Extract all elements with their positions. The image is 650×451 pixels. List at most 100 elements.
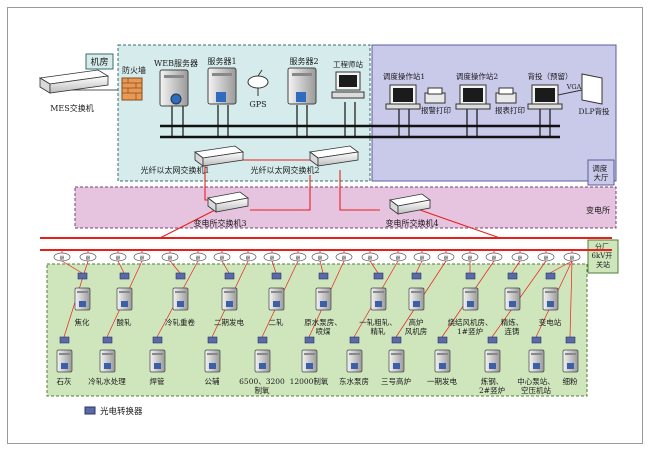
station-label: 冷轧重卷 xyxy=(165,317,195,327)
relay-label: 继 xyxy=(196,255,201,262)
optical-converter xyxy=(175,272,186,280)
legend-converter-swatch xyxy=(84,406,96,415)
optical-converter xyxy=(271,272,282,280)
relay-oval: 继 xyxy=(389,250,407,262)
field-server-icon xyxy=(504,287,521,311)
optical-converter xyxy=(411,272,422,280)
mes-switch-label: MES交换机 xyxy=(50,103,94,113)
machine-room-label: 机房 xyxy=(90,56,108,68)
relay-label: 继 xyxy=(60,255,65,262)
relay-oval: 继 xyxy=(461,250,479,262)
relay-label: 继 xyxy=(296,255,301,262)
switching-station-line2: 6kV开 xyxy=(592,252,613,260)
mes-switch xyxy=(38,69,110,94)
optical-converter xyxy=(349,336,360,344)
station-label: 冷轧水处理 xyxy=(88,376,126,386)
station-label: 12000制氧 xyxy=(290,376,329,386)
optical-converter xyxy=(507,272,518,280)
relay-oval: 继 xyxy=(563,250,581,262)
server2-label: 服务器2 xyxy=(289,56,318,66)
station-label-line: 变电站 xyxy=(539,317,562,327)
optical-converter xyxy=(487,336,498,344)
relay-label: 继 xyxy=(220,255,225,262)
station-label-line: 空压机站 xyxy=(521,385,551,395)
optical-converter xyxy=(373,272,384,280)
optical-converter xyxy=(102,336,113,344)
optical-converter xyxy=(565,336,576,344)
firewall-label: 防火墙 xyxy=(122,65,146,75)
optical-converter xyxy=(119,272,130,280)
optical-converter xyxy=(545,272,556,280)
sub-switch3-icon xyxy=(207,191,249,213)
upper-station: 二轧 xyxy=(268,272,285,327)
field-server-icon xyxy=(484,349,501,373)
backup-station-label: 背投（预留） xyxy=(528,71,573,81)
lower-station: 东水泵房 xyxy=(339,336,369,386)
backup-station-icon xyxy=(527,84,563,110)
station-label-line: 精炼、 xyxy=(501,317,524,327)
optical-converter xyxy=(207,336,218,344)
dispatch-hall-label-box xyxy=(587,159,615,186)
field-server-icon xyxy=(315,287,332,311)
alarm-printer-icon xyxy=(424,87,446,104)
field-server-icon xyxy=(99,349,116,373)
station-label-line: 二期发电 xyxy=(214,317,244,327)
engineer-station-label: 工程师站 xyxy=(333,59,363,69)
relay-oval: 继 xyxy=(263,250,281,262)
field-server-icon xyxy=(204,349,221,373)
fiber-switch1-icon xyxy=(193,145,245,167)
relay-oval: 继 xyxy=(437,250,455,262)
field-server-icon xyxy=(301,349,318,373)
station-label: 石灰 xyxy=(57,376,72,386)
station-label-line: 烧结风机房、 xyxy=(448,317,493,327)
field-server-icon xyxy=(562,349,579,373)
station-label-line: 一轧粗轧、 xyxy=(359,317,397,327)
gps-label: GPS xyxy=(249,100,266,109)
relay-oval: 继 xyxy=(109,250,127,262)
station-label: 炼钢、2#竖炉 xyxy=(479,376,505,395)
substation-label: 变电所 xyxy=(586,205,610,215)
web-server-icon xyxy=(159,69,189,107)
switching-station-label-box xyxy=(587,239,619,274)
fiber-switch2-label: 光纤以太网交换机2 xyxy=(250,165,319,175)
station-label-line: 二轧 xyxy=(269,317,284,327)
dlp-label: DLP背投 xyxy=(578,106,610,116)
relay-oval: 继 xyxy=(413,250,431,262)
server1-label: 服务器1 xyxy=(207,56,236,66)
lower-station: 炼钢、2#竖炉 xyxy=(479,336,505,395)
machine-room-label-box xyxy=(85,53,114,70)
station-label-line: 三号高炉 xyxy=(381,376,411,386)
upper-station: 二期发电 xyxy=(214,272,244,327)
station-label-line: 冷轧重卷 xyxy=(165,317,195,327)
switching-station-line3: 关站 xyxy=(596,260,610,269)
station-label-line: 细粉 xyxy=(563,376,578,386)
relay-label: 继 xyxy=(396,255,401,262)
relay-oval: 继 xyxy=(311,250,329,262)
relay-label: 继 xyxy=(116,255,121,262)
station-label: 东水泵房 xyxy=(339,376,369,386)
optical-converter xyxy=(391,336,402,344)
station-label-line: 制氧 xyxy=(255,385,270,395)
station-label-line: 精轧 xyxy=(371,326,386,336)
dispatch-hall-line2: 大厅 xyxy=(594,172,609,182)
server2-icon xyxy=(287,67,317,105)
optical-converter xyxy=(77,272,88,280)
lower-station: 细粉 xyxy=(562,336,579,386)
relay-label: 继 xyxy=(270,255,275,262)
report-printer-icon xyxy=(495,87,517,104)
station-label: 焊管 xyxy=(150,376,165,386)
relay-row: 继继继继继继继继继继继继继继继继继继继继继 xyxy=(53,250,581,262)
relay-label: 继 xyxy=(86,255,91,262)
station-label-line: 酸轧 xyxy=(117,317,132,327)
field-server-icon xyxy=(370,287,387,311)
switching-station-label: 分厂 6kV开 关站 xyxy=(592,242,615,269)
relay-label: 继 xyxy=(468,255,473,262)
relay-oval: 继 xyxy=(361,250,379,262)
optical-converter xyxy=(59,336,70,344)
optical-converter xyxy=(257,336,268,344)
field-server-icon xyxy=(268,287,285,311)
relay-label: 继 xyxy=(342,255,347,262)
optical-converter xyxy=(304,336,315,344)
firewall-icon xyxy=(121,77,143,101)
